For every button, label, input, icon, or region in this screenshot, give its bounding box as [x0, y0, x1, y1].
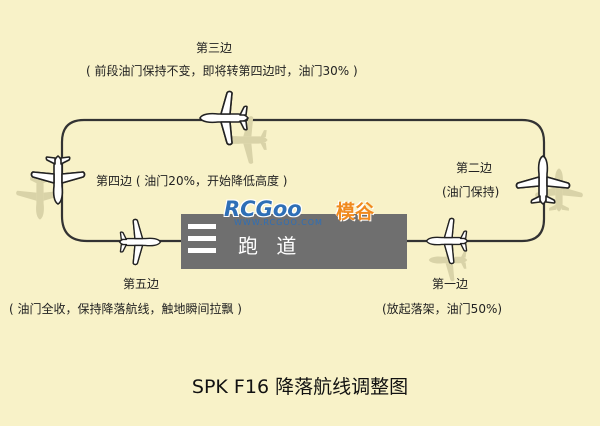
watermark-logo-cn: 模谷 [336, 201, 375, 223]
watermark-logo: RCGoo [224, 197, 302, 221]
leg1-name: 第一边 [432, 277, 469, 291]
leg2-note: (油门保持) [442, 185, 500, 199]
pattern-route-line [60, 118, 546, 243]
watermark-url: WWW.RCGOO.COM [234, 218, 323, 227]
leg5-name: 第五边 [123, 277, 160, 291]
leg3-name: 第三边 [196, 41, 233, 55]
runway-label: 跑 道 [238, 234, 303, 258]
plane-icon-leg5 [118, 218, 162, 266]
leg3-note: ( 前段油门保持不变，即将转第四边时，油门30% ) [86, 64, 358, 78]
leg5-note: ( 油门全收，保持降落航线，触地瞬间拉飘 ) [9, 302, 242, 316]
leg2-name: 第二边 [456, 161, 493, 175]
diagram-title: SPK F16 降落航线调整图 [191, 376, 409, 398]
runway [181, 214, 407, 269]
runway-threshold-marks [188, 224, 216, 253]
leg1-note: (放起落架，油门50%) [382, 302, 503, 316]
leg4-text: 第四边 ( 油门20%，开始降低高度 ) [96, 174, 288, 188]
